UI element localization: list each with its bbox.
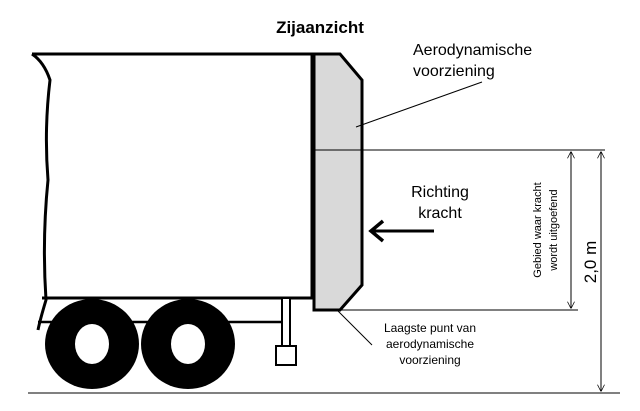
landing-gear: [275, 297, 297, 366]
wheel-rear: [141, 299, 235, 389]
area-label-line1: Gebied waar kracht: [532, 182, 544, 277]
lowest-point-label-line1: Laagste punt van: [384, 321, 476, 335]
device-leader-line: [355, 81, 483, 128]
height-label: 2,0 m: [581, 241, 600, 284]
trailer-body: [31, 52, 314, 331]
area-label-line2: wordt uitgoefend: [548, 189, 560, 271]
device-label-line2: voorziening: [413, 63, 495, 80]
force-label-line2: kracht: [418, 205, 462, 222]
lowest-point-label-line2: aerodynamische: [386, 337, 474, 351]
wheel-front: [45, 299, 139, 389]
force-arrow: [368, 219, 434, 243]
lowest-point-label-line3: voorziening: [399, 353, 460, 367]
device-label-line1: Aerodynamische: [413, 42, 532, 59]
lowest-point-leader-line: [337, 310, 373, 346]
diagram-title: Zijaanzicht: [276, 18, 364, 37]
aerodynamic-device: [312, 52, 364, 312]
force-label-line1: Richting: [411, 184, 469, 201]
